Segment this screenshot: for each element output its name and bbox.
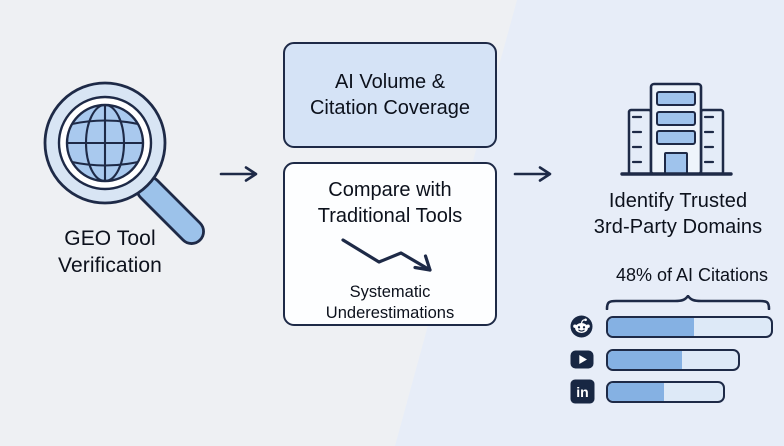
box2-title-line1: Compare with xyxy=(328,179,452,201)
box2-caption-line1: Systematic xyxy=(349,282,431,301)
youtube-icon xyxy=(570,350,596,369)
brace-icon xyxy=(605,295,771,310)
stage3-label-line2: 3rd-Party Domains xyxy=(593,215,763,238)
citation-bar-row-linkedin: in xyxy=(570,379,725,404)
linkedin-icon: in xyxy=(570,379,596,404)
citation-bar-youtube-fill xyxy=(608,350,683,369)
magnifier-globe-icon xyxy=(43,81,205,245)
citation-bar-row-youtube xyxy=(570,347,740,372)
stage1-label: GEO Tool Verification xyxy=(20,226,200,280)
citation-bar-youtube xyxy=(606,348,740,371)
box2-caption-line2: Underestimations xyxy=(325,303,455,322)
box1-line2: Citation Coverage xyxy=(309,97,471,119)
stage3-label: Identify Trusted 3rd-Party Domains xyxy=(578,189,778,240)
box1-line1: AI Volume & xyxy=(334,70,446,93)
citation-bar-reddit-fill xyxy=(608,317,695,336)
svg-text:in: in xyxy=(576,384,588,400)
right-arrow-icon-1 xyxy=(219,166,258,182)
reddit-icon xyxy=(570,315,596,338)
stage1-label-line2: Verification xyxy=(58,253,162,277)
compare-traditional-tools-box: Compare with Traditional Tools Systemati… xyxy=(283,162,497,326)
right-arrow-icon-2 xyxy=(513,166,552,182)
citation-stat-label: 48% of AI Citations xyxy=(615,265,769,285)
citation-bar-linkedin-fill xyxy=(608,382,665,401)
citation-bar-reddit xyxy=(606,315,773,338)
box2-title-line2: Traditional Tools xyxy=(317,205,463,228)
stage3-label-line1: Identify Trusted xyxy=(608,190,748,212)
stage1-label-line1: GEO Tool xyxy=(64,227,156,250)
citation-bar-linkedin xyxy=(606,380,725,403)
ai-volume-citation-coverage-box: AI Volume & Citation Coverage xyxy=(283,42,497,148)
citation-bar-row-reddit xyxy=(570,314,773,339)
office-building-icon xyxy=(620,82,733,176)
downward-zigzag-arrow-icon xyxy=(341,238,432,272)
